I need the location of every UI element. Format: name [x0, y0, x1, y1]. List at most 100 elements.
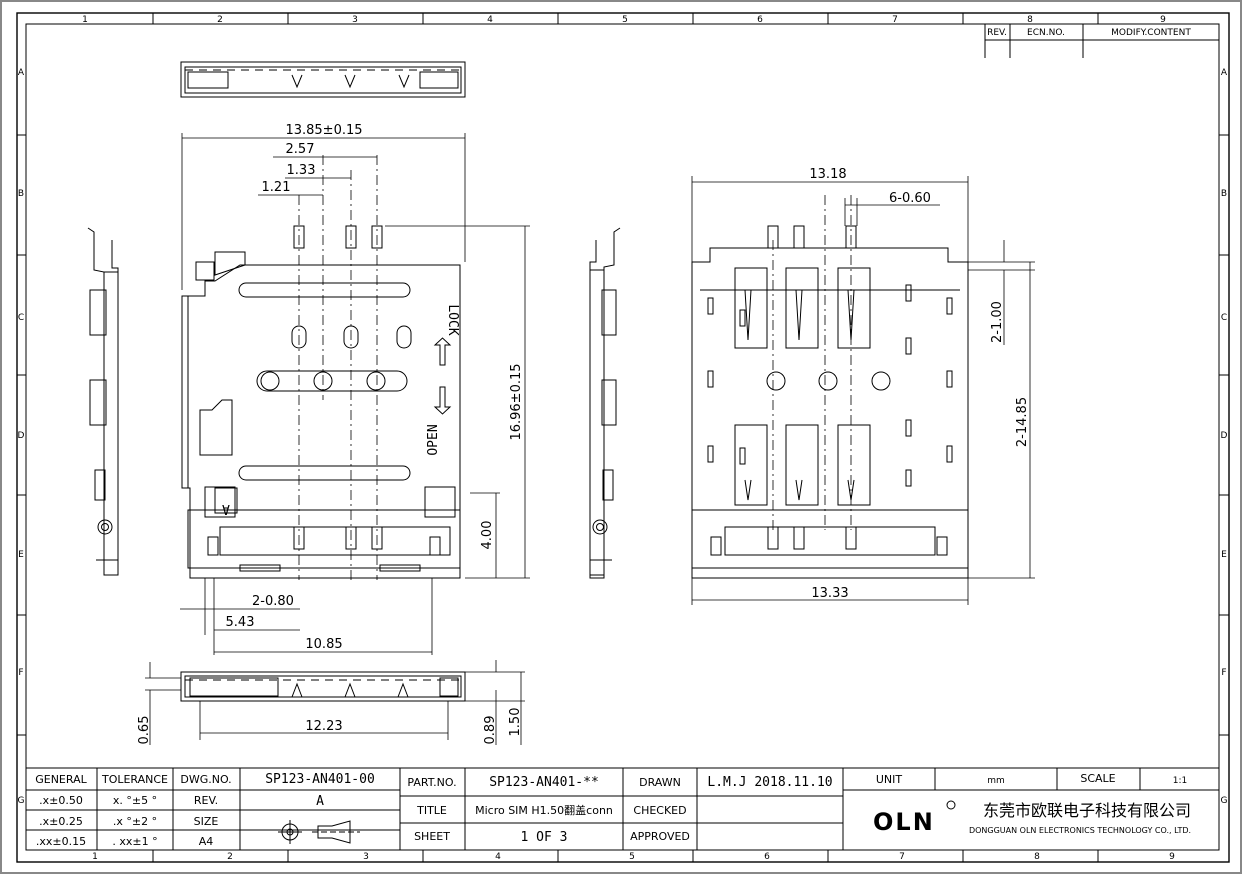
tb-approved-label: APPROVED [630, 830, 690, 843]
tb-dwg-no: SP123-AN401-00 [265, 772, 375, 787]
tb-checked-label: CHECKED [633, 804, 686, 817]
zone-col-1: 1 [82, 15, 88, 25]
open-label: OPEN [426, 424, 441, 455]
tb-rev: A [316, 794, 324, 809]
tb-tolerance: TOLERANCE [101, 773, 168, 786]
company-logo: OLN [873, 808, 935, 836]
tb-drawn: L.M.J 2018.11.10 [707, 775, 832, 790]
dim-5-43: 5.43 [226, 615, 255, 630]
zone-row-b: B [18, 189, 24, 199]
zone-col-5-bottom: 5 [629, 852, 635, 862]
rev-header: REV. [987, 28, 1007, 38]
title-block [25, 767, 1220, 851]
revision-table: REV. ECN.NO. MODIFY.CONTENT [984, 23, 1220, 58]
dim-4-00: 4.00 [480, 521, 495, 550]
zone-row-g-right: G [1221, 796, 1228, 806]
zone-col-4-bottom: 4 [495, 852, 501, 862]
card-orientation-label: A [222, 501, 230, 516]
zone-row-b-right: B [1221, 189, 1227, 199]
dim-10-85: 10.85 [305, 637, 342, 652]
tb-title: Micro SIM H1.50翻盖conn [475, 803, 613, 817]
tb-sheet-label: SHEET [414, 830, 450, 843]
zone-col-4: 4 [487, 15, 493, 25]
top-edge-view [180, 61, 466, 98]
zone-row-d-right: D [1221, 431, 1228, 441]
company-name-en: DONGGUAN OLN ELECTRONICS TECHNOLOGY CO.,… [969, 826, 1191, 835]
tb-tol-xxx: .xx±0.15 [36, 835, 86, 848]
zone-col-5: 5 [622, 15, 628, 25]
zone-row-f: F [18, 668, 23, 678]
zone-col-7: 7 [892, 15, 898, 25]
zone-col-8: 8 [1027, 15, 1033, 25]
zone-row-c-right: C [1221, 313, 1227, 323]
middle-side-view [589, 227, 621, 579]
tb-tol-x: .x±0.50 [39, 794, 83, 807]
dim-2x1-00: 2-1.00 [990, 301, 1005, 343]
ecn-header: ECN.NO. [1027, 28, 1065, 38]
side-elevation-dimensions [145, 660, 525, 745]
tb-part-no-label: PART.NO. [407, 776, 456, 789]
zone-row-f-right: F [1221, 668, 1226, 678]
dim-1-33: 1.33 [287, 163, 316, 178]
front-view-dimensions [180, 133, 530, 655]
tb-drawn-label: DRAWN [639, 776, 681, 789]
registered-mark-icon [946, 800, 956, 810]
dim-0-89: 0.89 [483, 716, 498, 745]
tb-unit-label: UNIT [876, 773, 903, 786]
zone-col-6-bottom: 6 [764, 852, 770, 862]
left-side-view [87, 227, 119, 576]
zone-col-8-bottom: 8 [1034, 852, 1040, 862]
tb-general: GENERAL [35, 773, 87, 786]
zone-col-3-bottom: 3 [363, 852, 369, 862]
zone-row-e-right: E [1221, 550, 1227, 560]
dim-overall-height: 16.96±0.15 [509, 363, 524, 440]
zone-col-2: 2 [217, 15, 223, 25]
zone-col-2-bottom: 2 [227, 852, 233, 862]
dim-13-18: 13.18 [809, 167, 846, 182]
tb-sheet: 1 OF 3 [521, 830, 568, 845]
tb-tol-xx-angle: .x °±2 ° [113, 815, 157, 828]
zone-row-g: G [18, 796, 25, 806]
tb-unit: mm [987, 776, 1005, 786]
modify-header: MODIFY.CONTENT [1111, 28, 1191, 38]
zone-ticks [17, 13, 1229, 862]
dim-2-57: 2.57 [286, 142, 315, 157]
tb-title-label: TITLE [416, 804, 447, 817]
zone-row-e: E [18, 550, 24, 560]
tb-rev-label: REV. [194, 794, 218, 807]
zone-row-a-right: A [1221, 68, 1228, 78]
dim-6x0-60: 6-0.60 [889, 191, 931, 206]
side-elevation-view [180, 671, 466, 702]
tb-dwg-no-label: DWG.NO. [180, 773, 231, 786]
bottom-view [691, 195, 969, 579]
lock-label: LOCK [445, 304, 460, 335]
zone-col-7-bottom: 7 [899, 852, 905, 862]
bottom-view-dimensions [691, 176, 1035, 605]
tb-tol-x-angle: x. °±5 ° [113, 794, 157, 807]
zone-labels: 1 2 3 4 5 6 7 8 9 1 2 3 4 5 6 7 8 9 A B … [18, 15, 1228, 862]
dim-12-23: 12.23 [305, 719, 342, 734]
tb-scale: 1:1 [1173, 776, 1187, 786]
tb-tol-xxx-angle: . xx±1 ° [112, 835, 157, 848]
tb-scale-label: SCALE [1080, 772, 1115, 785]
zone-col-1-bottom: 1 [92, 852, 98, 862]
company-block: OLN 东莞市欧联电子科技有限公司 DONGGUAN OLN ELECTRONI… [873, 800, 1191, 836]
tb-size: A4 [199, 835, 214, 848]
zone-col-9: 9 [1160, 15, 1166, 25]
dim-2x0-80: 2-0.80 [252, 594, 294, 609]
zone-row-d: D [18, 431, 25, 441]
tb-size-label: SIZE [194, 815, 219, 828]
zone-col-3: 3 [352, 15, 358, 25]
dim-overall-width: 13.85±0.15 [285, 123, 362, 138]
dim-13-33: 13.33 [811, 586, 848, 601]
front-view [181, 155, 461, 580]
zone-col-6: 6 [757, 15, 763, 25]
dim-1-21: 1.21 [262, 180, 291, 195]
zone-col-9-bottom: 9 [1169, 852, 1175, 862]
dim-1-50: 1.50 [508, 708, 523, 737]
outer-frame [16, 12, 1230, 863]
company-name-cn: 东莞市欧联电子科技有限公司 [983, 801, 1191, 820]
dim-2x14-85: 2-14.85 [1015, 397, 1030, 447]
zone-row-a: A [18, 68, 25, 78]
